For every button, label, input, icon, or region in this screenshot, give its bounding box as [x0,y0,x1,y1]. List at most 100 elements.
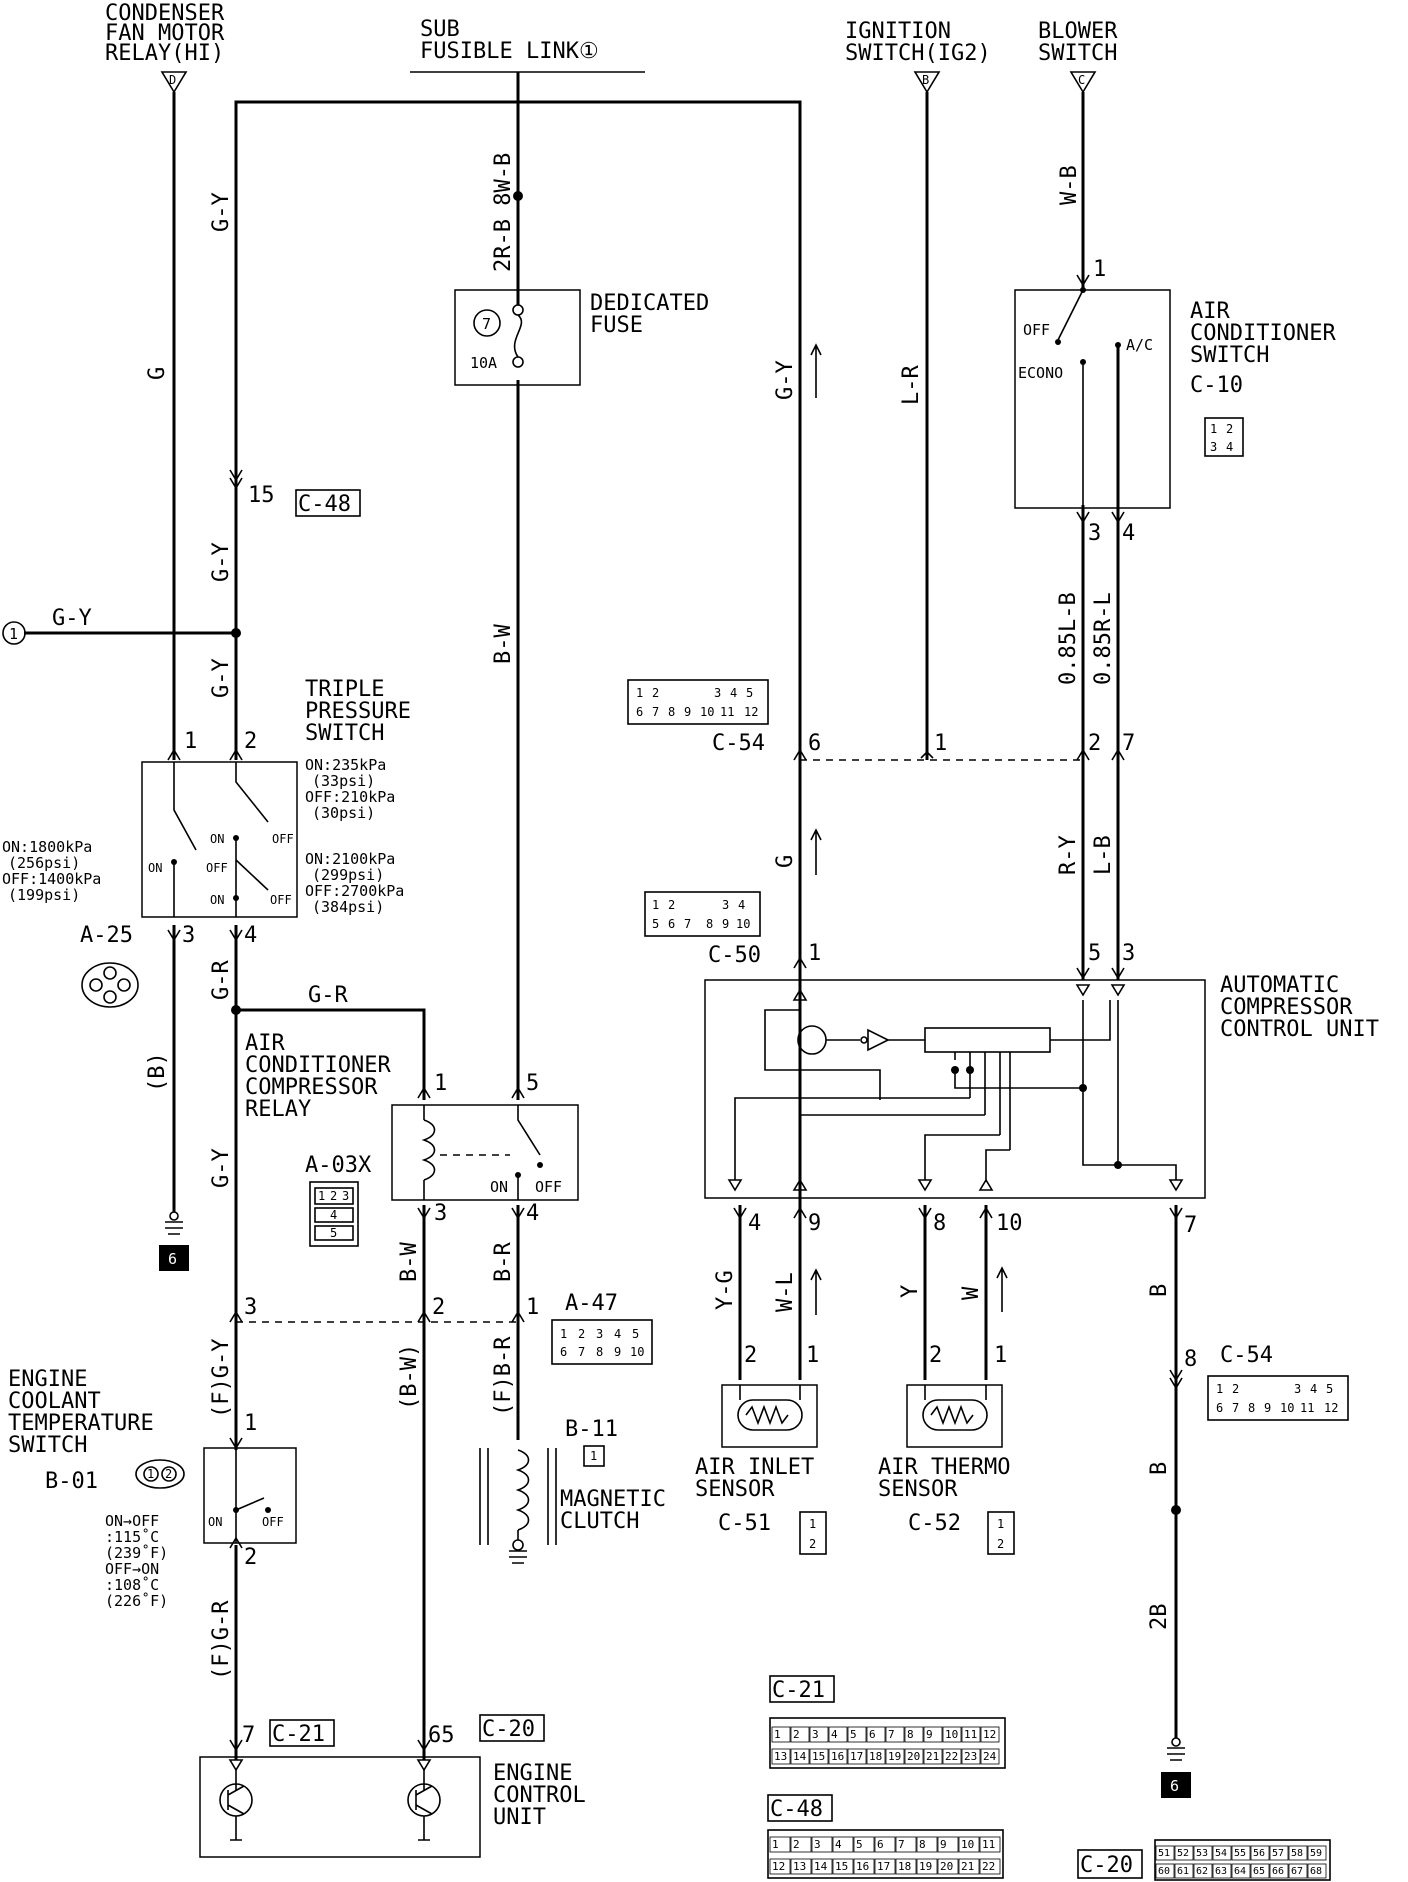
a03x-connector-id: A-03X [305,1153,372,1178]
svg-text:1: 1 [806,1343,819,1368]
svg-text:W-L: W-L [773,1272,798,1312]
pin-number: 21 [961,1860,974,1873]
svg-text:OFF: OFF [206,861,228,875]
a03x-connector-icon: 1 2 3 4 5 [309,1181,359,1247]
svg-text:ECONO: ECONO [1018,364,1063,382]
svg-text:B-W: B-W [491,624,516,664]
svg-text:1: 1 [1093,257,1106,282]
pin-number: 58 [1291,1848,1303,1859]
blower-tag-letter: C [1078,73,1085,87]
pin-number: 5 [856,1838,863,1851]
ground-icon-right [1167,1737,1185,1761]
svg-text:2: 2 [1232,1382,1239,1396]
svg-text:CONDENSER: CONDENSER [105,1,225,26]
c51-connector-icon: 1 2 [799,1511,827,1555]
pin-cell [923,1748,943,1765]
ground-6-label-right: 6 [1170,1777,1179,1795]
flow-arrows [810,343,1008,1315]
pin-number: 52 [1177,1848,1189,1859]
svg-text:8: 8 [933,1211,946,1236]
svg-text:1: 1 [244,1411,257,1436]
pin-cell [916,1858,938,1875]
svg-text:G-Y: G-Y [209,192,234,232]
svg-text:6: 6 [668,917,675,931]
pin-cell [1155,1863,1175,1879]
svg-text:AIR THERMO: AIR THERMO [878,1455,1010,1480]
svg-text:1: 1 [994,1343,1007,1368]
svg-text:SWITCH: SWITCH [8,1433,87,1458]
svg-text:(33psi): (33psi) [312,772,375,790]
svg-text:6: 6 [560,1345,567,1359]
pin-number: 65 [1253,1866,1265,1877]
fuse-number: 7 [482,315,491,333]
svg-text:(239˚F): (239˚F) [105,1544,168,1562]
pin-cell [979,1858,1001,1875]
svg-text:8: 8 [668,705,675,719]
svg-text:W-B: W-B [1057,165,1082,205]
svg-text:B: B [1147,1284,1172,1297]
pin-cell [866,1748,886,1765]
svg-text:A/C: A/C [1126,336,1153,354]
svg-text:1: 1 [526,1295,539,1320]
svg-text:3: 3 [244,1295,257,1320]
pin-number: 2 [793,1838,800,1851]
svg-text:15: 15 [248,483,275,508]
pin-number: 4 [835,1838,842,1851]
svg-text:2: 2 [997,1537,1004,1551]
svg-text:10: 10 [630,1345,644,1359]
svg-text:4: 4 [244,923,257,948]
pin-number: 54 [1215,1848,1227,1859]
svg-text:L-R: L-R [899,365,924,405]
c21-connector-pinout: C-21 [769,1675,1006,1769]
svg-text:ON: ON [210,832,224,846]
svg-text:8: 8 [706,917,713,931]
condenser-source-tag [160,71,188,94]
svg-text:7: 7 [1184,1213,1197,1238]
svg-text:W: W [959,1286,984,1300]
pin-number: 20 [907,1750,920,1763]
svg-text:1: 1 [809,1517,816,1531]
pin-cell [895,1836,917,1853]
pin-number: 6 [877,1838,884,1851]
engine-control-unit: ENGINE CONTROL UNIT [199,1756,586,1858]
b11-connector-icon: 1 [583,1445,605,1467]
svg-text:R-Y: R-Y [1056,835,1081,875]
svg-text:AIR: AIR [1190,299,1230,324]
svg-text:G-Y: G-Y [209,1148,234,1188]
a47-connector-icon: 1 2 3 4 5 6 7 8 9 10 [551,1319,653,1365]
pin-number: 22 [945,1750,958,1763]
fuse-rating: 10A [470,354,497,372]
pin-cell [847,1748,867,1765]
wires [24,72,1178,1760]
svg-text:Y-G: Y-G [713,1270,738,1310]
pin-cell [1231,1845,1251,1861]
svg-text:10: 10 [1280,1401,1294,1415]
pin-number: 8 [919,1838,926,1851]
junction-dots [231,191,1181,1515]
pin-cell [1212,1845,1232,1861]
pin-number: 11 [964,1728,977,1741]
c50-connector-icon: 1 2 3 4 5 6 7 8 9 10 [644,891,761,937]
pin-cell [885,1748,905,1765]
pin-cell [1288,1863,1308,1879]
pin-number: 21 [926,1750,939,1763]
pin-cell [874,1836,896,1853]
svg-text:11: 11 [720,705,734,719]
b11-connector-id: B-11 [565,1417,618,1442]
svg-text:B-W: B-W [397,1242,422,1282]
c20-connector-pinout: C-20 [1077,1839,1331,1881]
svg-text:IGNITION: IGNITION [845,19,951,44]
svg-text:3: 3 [1294,1382,1301,1396]
svg-text:4: 4 [526,1201,539,1226]
pin-number: 7 [898,1838,905,1851]
condenser-fan-relay-label: CONDENSER FAN MOTOR RELAY(HI) [105,1,225,66]
svg-text:OFF: OFF [262,1515,284,1529]
splice-1-label: 1 [9,625,18,643]
pin-number: 18 [898,1860,911,1873]
ignition-source-tag [913,71,941,94]
pin-number: 60 [1158,1866,1170,1877]
pin-number: 61 [1177,1866,1189,1877]
coolant-temp-switch: ON OFF ENGINE COOLANT TEMPERATURE SWITCH [8,1367,297,1544]
svg-text:(299psi): (299psi) [312,866,384,884]
